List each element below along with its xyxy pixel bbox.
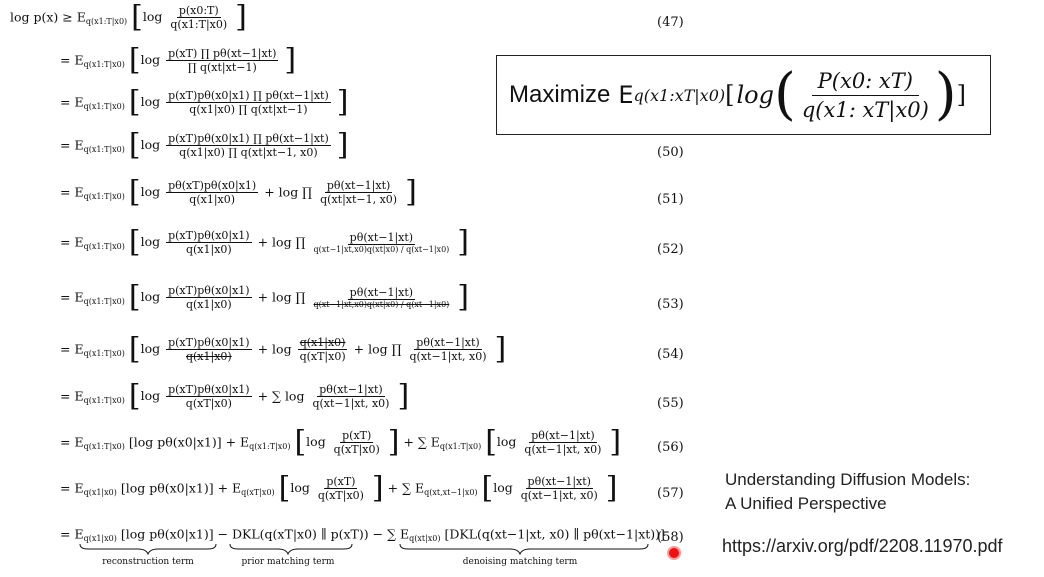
equation-49: = Eq(x1:T|x0) [log p(xT)pθ(x0|x1) ∏ pθ(x…: [60, 84, 349, 120]
equation-number-58: (58): [657, 530, 684, 545]
eq52-term-b-den: q(xt−1|xt,x0)q(xt|x0) / q(xt−1|x0): [313, 244, 450, 254]
eq57-term-b-num: p(xT): [324, 475, 358, 489]
objective-log: log: [736, 81, 775, 109]
eq56-term-c-num: pθ(xt−1|xt): [529, 429, 597, 443]
eq52-term-a-den: q(x1|x0): [185, 243, 232, 256]
eq49-num: p(xT)pθ(x0|x1) ∏ pθ(xt−1|xt): [166, 89, 331, 103]
eq48-num: p(xT) ∏ pθ(xt−1|xt): [166, 47, 279, 61]
eq57-term-b-den: q(xT|x0): [317, 489, 364, 502]
eq47-sub: q(x1:T|x0): [85, 17, 128, 26]
equation-57: = Eq(x1|x0) [log pθ(x0|x1)] + Eq(xT|x0) …: [60, 470, 618, 506]
eq54-term-a-num: p(xT)pθ(x0|x1): [166, 336, 252, 350]
eq54-term-b-den: q(xT|x0): [299, 350, 346, 363]
eq47-lhs: log p(x) ≥ E: [10, 9, 86, 25]
equation-number-52: (52): [657, 242, 684, 257]
underbraces: reconstruction term prior matching term …: [79, 543, 649, 567]
eq58-term-a: [log pθ(x0|x1)]: [120, 526, 214, 542]
eq52-term-b-num: pθ(xt−1|xt): [347, 230, 416, 245]
objective-expectation-sub: q(x1:xT|x0): [633, 85, 726, 105]
brace-label-denoising: denoising matching term: [463, 557, 578, 567]
derivation-pane: log p(x) ≥ Eq(x1:T|x0) [log p(x0:T)q(x1:…: [10, 0, 684, 567]
eq55-term-a-num: p(xT)pθ(x0|x1): [166, 383, 252, 397]
equation-58: = Eq(x1|x0) [log pθ(x0|x1)] − DKL(q(xT|x…: [60, 526, 665, 543]
equation-48: = Eq(x1:T|x0) [log p(xT) ∏ pθ(xt−1|xt)∏ …: [60, 42, 297, 78]
equation-52: = Eq(x1:T|x0) [log p(xT)pθ(x0|x1)q(x1|x0…: [60, 224, 469, 260]
equation-54: = Eq(x1:T|x0) [log p(xT)pθ(x0|x1)q(x1|x0…: [60, 331, 507, 367]
eq50-den: q(x1|x0) ∏ q(xt|xt−1, x0): [179, 146, 318, 159]
eq56-term-c-den: q(xt−1|xt, x0): [524, 443, 602, 456]
equation-number-57: (57): [657, 486, 684, 501]
eq55-term-b-num: pθ(xt−1|xt): [317, 383, 385, 397]
eq47-den: q(x1:T|x0): [170, 18, 228, 31]
equation-51: = Eq(x1:T|x0) [log pθ(xT)pθ(x0|x1)q(x1|x…: [60, 174, 417, 210]
equation-50: = Eq(x1:T|x0) [log p(xT)pθ(x0|x1) ∏ pθ(x…: [60, 127, 349, 163]
eq51-term-b-den: q(xt|xt−1, x0): [320, 193, 398, 206]
objective-denominator: q(x1: xT|x0): [801, 97, 929, 122]
eq54-term-c-num: pθ(xt−1|xt): [414, 336, 482, 350]
brace-label-reconstruction: reconstruction term: [102, 557, 194, 567]
eq56-term-a: [log pθ(x0|x1)]: [128, 434, 222, 450]
eq54-term-a-den: q(x1|x0): [185, 350, 232, 363]
eq55-term-a-den: q(xT|x0): [185, 397, 232, 410]
eq53-term-b-den: q(xt−1|xt,x0)q(xt|x0) / q(xt−1|x0): [313, 299, 450, 309]
laser-pointer-dot: [669, 548, 679, 558]
eq51-term-a-num: pθ(xT)pθ(x0|x1): [166, 179, 259, 193]
eq53-term-a-num: p(xT)pθ(x0|x1): [166, 284, 252, 298]
equation-number-47: (47): [657, 15, 684, 30]
objective-word: Maximize: [509, 81, 611, 108]
eq48-den: ∏ q(xt|xt−1): [187, 61, 257, 74]
eq52-term-a-num: p(xT)pθ(x0|x1): [166, 229, 252, 243]
caption-title-line2: A Unified Perspective: [725, 494, 887, 513]
eq57-term-c-den: q(xt−1|xt, x0): [520, 489, 598, 502]
objective-close-bracket: ]: [956, 81, 967, 109]
equation-number-56: (56): [657, 440, 684, 455]
eq54-term-b-num: q(x1|x0): [297, 336, 348, 350]
objective-open-bracket: [: [725, 81, 735, 109]
objective-numerator: P(x0: xT): [811, 69, 919, 96]
eq57-term-a: [log pθ(x0|x1)]: [120, 480, 214, 496]
eq58-term-b: DKL(q(xT|x0) ∥ p(xT)): [232, 526, 369, 542]
eq53-term-b-num: pθ(xt−1|xt): [347, 285, 416, 300]
eq54-term-c-den: q(xt−1|xt, x0): [409, 350, 487, 363]
equation-55: = Eq(x1:T|x0) [log p(xT)pθ(x0|x1)q(xT|x0…: [60, 378, 410, 414]
equation-number-50: (50): [657, 145, 684, 160]
equation-47: log p(x) ≥ Eq(x1:T|x0) [log p(x0:T)q(x1:…: [10, 0, 247, 35]
eq50-num: p(xT)pθ(x0|x1) ∏ pθ(xt−1|xt): [166, 132, 331, 146]
equation-number-53: (53): [657, 297, 684, 312]
eq53-term-a-den: q(x1|x0): [185, 298, 232, 311]
eq56-term-b-num: p(xT): [340, 429, 374, 443]
eq55-term-b-den: q(xt−1|xt, x0): [312, 397, 390, 410]
eq49-den: q(x1|x0) ∏ q(xt|xt−1): [189, 103, 308, 116]
equation-53: = Eq(x1:T|x0) [log p(xT)pθ(x0|x1)q(x1|x0…: [60, 279, 469, 315]
objective-fraction: P(x0: xT) q(x1: xT|x0): [796, 69, 935, 122]
eq58-term-c: [DKL(q(xt−1|xt, x0) ∥ pθ(xt−1|xt))]: [444, 526, 665, 542]
eq47-num: p(x0:T): [176, 4, 221, 18]
eq51-term-a-den: q(x1|x0): [189, 193, 236, 206]
brace-label-prior: prior matching term: [242, 557, 335, 567]
equation-number-51: (51): [657, 192, 684, 207]
objective-expectation: E: [618, 81, 634, 109]
caption-url[interactable]: https://arxiv.org/pdf/2208.11970.pdf: [722, 536, 1003, 556]
eq57-term-c-num: pθ(xt−1|xt): [525, 475, 593, 489]
equation-number-54: (54): [657, 347, 684, 362]
eq56-term-b-den: q(xT|x0): [333, 443, 380, 456]
eq51-term-b-num: pθ(xt−1|xt): [324, 179, 393, 193]
equation-56: = Eq(x1:T|x0) [log pθ(x0|x1)] + Eq(x1:T|…: [60, 424, 622, 460]
equation-number-55: (55): [657, 396, 684, 411]
caption-title-line1: Understanding Diffusion Models:: [725, 470, 971, 489]
